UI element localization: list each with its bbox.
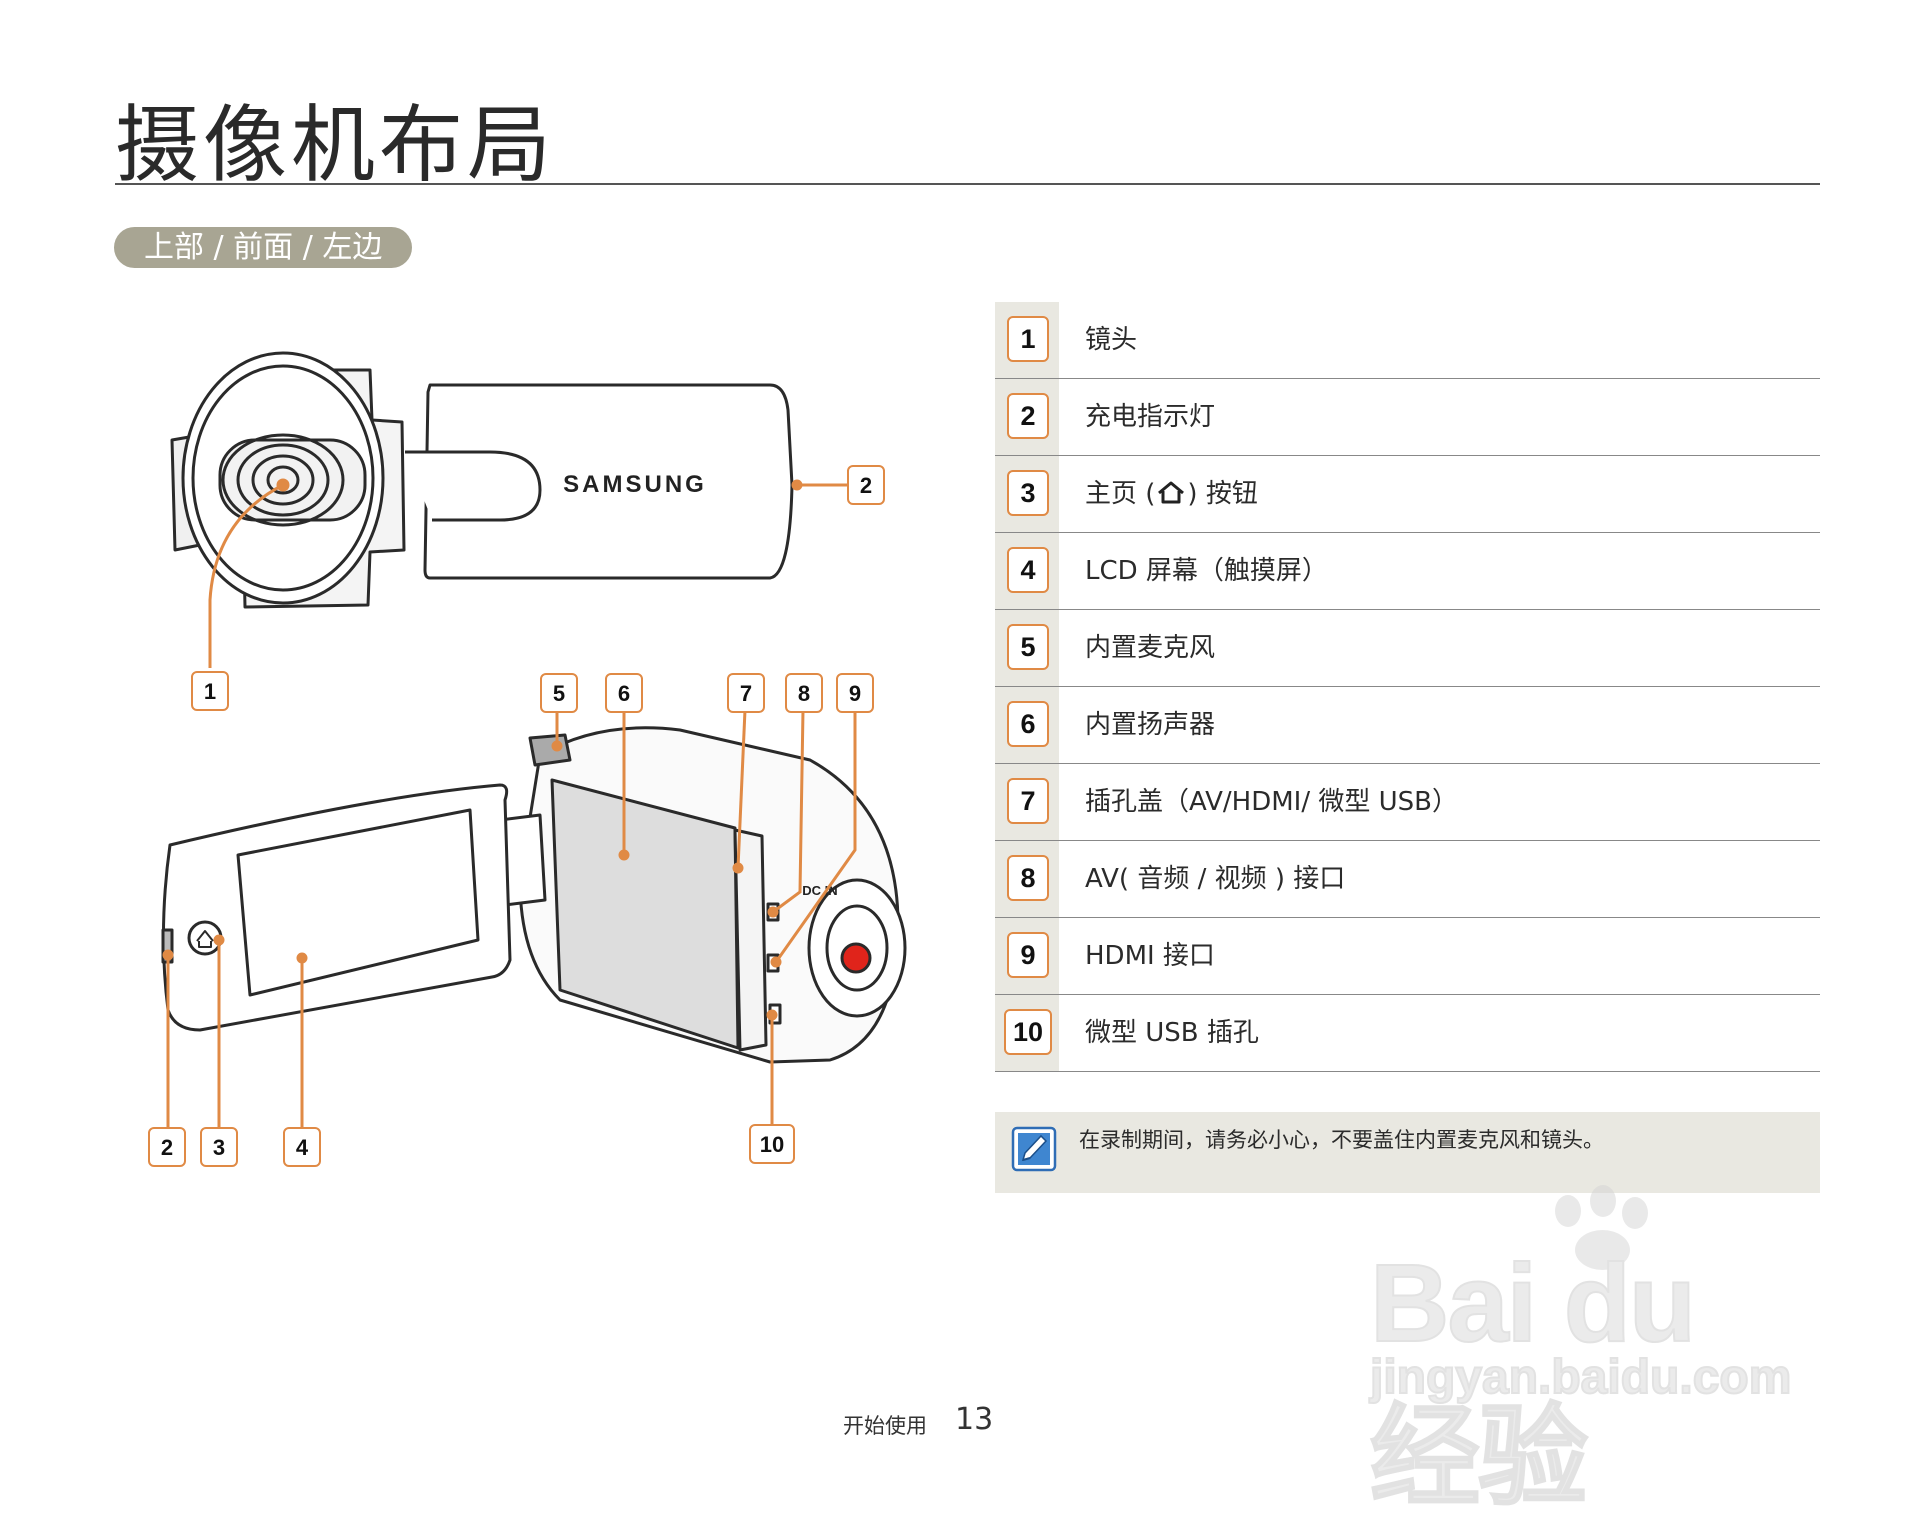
part-label: LCD 屏幕（触摸屏） <box>1085 556 1328 586</box>
svg-text:1: 1 <box>204 679 216 704</box>
part-row: 2 充电指示灯 <box>995 379 1820 456</box>
svg-text:2: 2 <box>860 473 872 498</box>
camera-illustration: SAMSUNG DC IN <box>148 351 907 1167</box>
note-pencil-icon <box>1011 1126 1057 1172</box>
part-row: 3 主页 () 按钮 <box>995 456 1820 533</box>
callout-9: 9 <box>836 673 874 713</box>
callout-4: 4 <box>283 1127 321 1167</box>
part-number: 6 <box>1007 701 1049 747</box>
page-number: 13 <box>955 1402 994 1437</box>
parts-list: 1 镜头 2 充电指示灯 3 主页 () 按钮 4 LCD 屏幕（触摸屏） 5 … <box>995 302 1820 1072</box>
part-label: AV( 音频 / 视频 ) 接口 <box>1085 864 1346 894</box>
svg-text:9: 9 <box>849 681 861 706</box>
part-label: HDMI 接口 <box>1085 941 1215 971</box>
callout-1: 1 <box>191 671 229 711</box>
part-number: 5 <box>1007 624 1049 670</box>
part-label: 充电指示灯 <box>1085 402 1216 432</box>
part-number: 8 <box>1007 855 1049 901</box>
svg-text:10: 10 <box>760 1132 784 1157</box>
part-row: 4 LCD 屏幕（触摸屏） <box>995 533 1820 610</box>
camera-open-view: DC IN <box>161 726 907 1064</box>
callout-2-top: 2 <box>847 465 885 505</box>
part-label: 主页 () 按钮 <box>1085 479 1258 509</box>
svg-text:3: 3 <box>213 1135 225 1160</box>
home-icon <box>1158 481 1185 504</box>
callout-10: 10 <box>749 1124 795 1164</box>
watermark-url: jingyan.baidu.com <box>1369 1350 1792 1405</box>
svg-text:4: 4 <box>296 1135 309 1160</box>
part-number: 9 <box>1007 932 1049 978</box>
part-number: 2 <box>1007 393 1049 439</box>
part-number: 4 <box>1007 547 1049 593</box>
section-label: 上部 / 前面 / 左边 <box>114 227 413 268</box>
svg-text:8: 8 <box>798 681 810 706</box>
part-label: 镜头 <box>1085 325 1138 355</box>
part-label: 内置麦克风 <box>1085 633 1216 663</box>
note-box: 在录制期间，请务必小心，不要盖住内置麦克风和镜头。 <box>995 1112 1820 1193</box>
part-row: 6 内置扬声器 <box>995 687 1820 764</box>
callout-2-side: 2 <box>148 1127 186 1167</box>
part-number: 1 <box>1007 316 1049 362</box>
part-row: 8 AV( 音频 / 视频 ) 接口 <box>995 841 1820 918</box>
callout-7: 7 <box>727 673 765 713</box>
part-row: 7 插孔盖（AV/HDMI/ 微型 USB） <box>995 764 1820 841</box>
part-row: 9 HDMI 接口 <box>995 918 1820 995</box>
title-divider <box>115 183 1820 185</box>
part-row: 10 微型 USB 插孔 <box>995 995 1820 1072</box>
callout-5: 5 <box>540 673 578 713</box>
camera-top-view: SAMSUNG <box>170 351 794 609</box>
svg-text:6: 6 <box>618 681 630 706</box>
svg-text:5: 5 <box>553 681 565 706</box>
callout-8: 8 <box>785 673 823 713</box>
part-label: 插孔盖（AV/HDMI/ 微型 USB） <box>1085 787 1459 817</box>
part-number: 3 <box>1007 470 1049 516</box>
part-row: 1 镜头 <box>995 302 1820 379</box>
camera-brand-label: SAMSUNG <box>563 471 707 498</box>
page-footer: 开始使用 13 <box>0 1402 1928 1442</box>
page-title: 摄像机布局 <box>115 96 556 194</box>
note-text: 在录制期间，请务必小心，不要盖住内置麦克风和镜头。 <box>1079 1128 1604 1152</box>
svg-text:7: 7 <box>740 681 752 706</box>
footer-section-name: 开始使用 <box>843 1414 927 1438</box>
svg-text:2: 2 <box>161 1135 173 1160</box>
part-row: 5 内置麦克风 <box>995 610 1820 687</box>
part-label: 内置扬声器 <box>1085 710 1216 740</box>
part-label: 微型 USB 插孔 <box>1085 1018 1259 1048</box>
part-number: 7 <box>1007 778 1049 824</box>
dc-in-label: DC IN <box>802 883 837 898</box>
callout-3: 3 <box>200 1127 238 1167</box>
callout-6: 6 <box>605 673 643 713</box>
watermark: Bai du 经验 jingyan.baidu.com <box>1369 1185 1830 1520</box>
part-number: 10 <box>1004 1009 1052 1055</box>
